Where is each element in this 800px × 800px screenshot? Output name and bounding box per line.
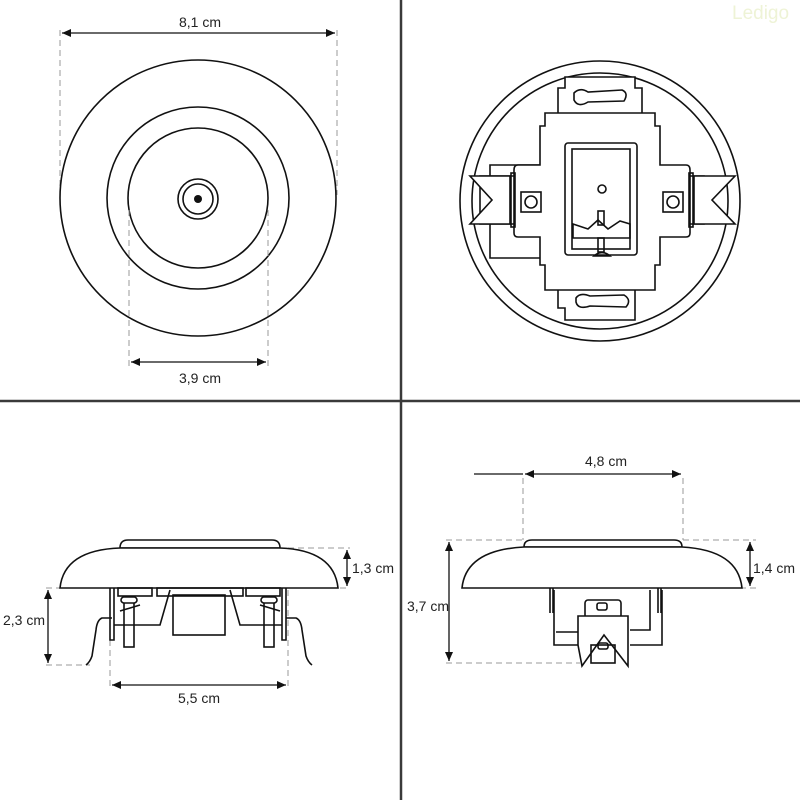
body-height-label: 2,3 cm <box>3 612 45 628</box>
claw-bracket <box>577 615 629 669</box>
claw-spring-left <box>85 617 112 666</box>
back-view <box>459 60 741 342</box>
side-view-right: 4,8 cm 1,4 cm 3,7 cm <box>407 453 795 669</box>
base-width-label: 5,5 cm <box>178 690 220 706</box>
claw-spring-right <box>286 617 313 666</box>
side-view-left: 1,3 cm 2,3 cm 5,5 cm <box>3 539 394 706</box>
claw-right <box>693 175 737 225</box>
cover-center <box>127 127 269 269</box>
terminal-screw-right <box>662 191 684 213</box>
watermark-logo: Ledigo <box>732 3 789 24</box>
cover-ring <box>106 106 290 290</box>
cap-height-label: 1,3 cm <box>352 560 394 576</box>
width-label: 8,1 cm <box>179 14 221 30</box>
inner-label: 3,9 cm <box>179 370 221 386</box>
upper-slot <box>573 88 627 106</box>
claw-left <box>468 175 511 225</box>
lower-slot <box>575 293 630 309</box>
center-mechanism <box>172 594 226 636</box>
center-dot <box>194 195 202 203</box>
top-width-label: 4,8 cm <box>585 453 627 469</box>
total-height-label: 3,7 cm <box>407 598 449 614</box>
screw-left <box>123 598 135 648</box>
terminal-screw-left <box>520 191 542 213</box>
cover-dome <box>461 546 743 589</box>
front-view: 8,1 cm 3,9 cm <box>59 14 338 386</box>
cover-dome <box>59 547 339 589</box>
cap-height-label: 1,4 cm <box>753 560 795 576</box>
